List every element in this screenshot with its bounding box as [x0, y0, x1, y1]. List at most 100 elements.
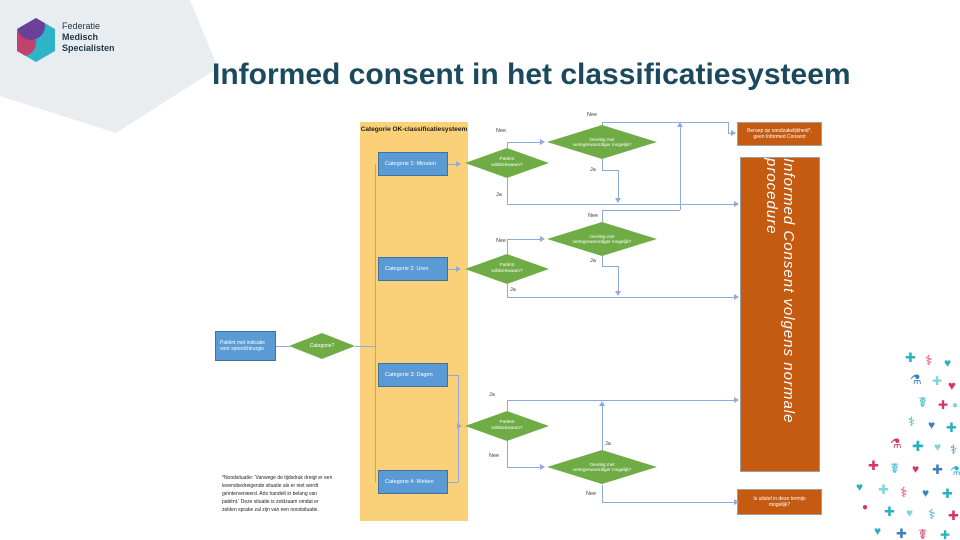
heart-icon: ♥ — [944, 356, 952, 370]
cross-icon: ✚ — [912, 438, 924, 454]
connector-arrow — [615, 291, 621, 296]
edge-label-nee: Nee — [496, 238, 507, 244]
connector-line — [680, 127, 681, 210]
connector-line — [602, 406, 603, 450]
decision-wilsbekwaam-3: Patiënt wilsbekwaam? — [465, 411, 549, 441]
connector-line — [448, 375, 458, 376]
classification-panel: Categorie OK-classificatiesysteem — [360, 122, 468, 521]
footnote: *Noodsituatie: 'Vanwege de tijdsdruk dre… — [222, 475, 333, 513]
cross-icon: ✚ — [932, 462, 943, 477]
caduceus-icon: ☤ — [918, 526, 928, 540]
connector-arrow — [456, 266, 461, 272]
cross-icon: ✚ — [868, 458, 879, 473]
connector-line — [602, 159, 603, 170]
edge-label-ja: Ja — [605, 441, 611, 447]
edge-label-nee: Nee — [586, 491, 597, 497]
heart-icon: ♥ — [912, 462, 920, 476]
connector-arrow — [599, 401, 605, 406]
connector-line — [507, 239, 540, 240]
edge-label-ja: Ja — [496, 192, 502, 198]
medical-icon: ⚕ — [925, 352, 933, 368]
cross-icon: ✚ — [896, 526, 907, 540]
medical-icon: ⚕ — [900, 484, 908, 500]
connector-line — [507, 467, 540, 468]
connector-line — [507, 400, 734, 401]
connector-line — [355, 346, 376, 347]
connector-line — [448, 482, 458, 483]
cross-icon: ✚ — [884, 504, 895, 519]
connector-line — [602, 256, 603, 266]
connector-line — [602, 210, 603, 222]
cross-icon: ✚ — [932, 374, 943, 388]
cross-icon: ✚ — [946, 420, 957, 435]
connector-line — [507, 142, 540, 143]
connector-line — [507, 142, 508, 148]
outcome-uitstel-box: Is uitstel in deze termijn mogelijk? — [737, 489, 822, 515]
edge-label-nee: Nee — [587, 112, 598, 118]
caduceus-icon: ☤ — [890, 460, 900, 476]
logo-wordmark: Federatie Medisch Specialisten — [62, 21, 115, 54]
connector-arrow — [734, 397, 739, 403]
connector-line — [507, 283, 508, 297]
logo-line-specialisten: Specialisten — [62, 43, 115, 53]
page-title: Informed consent in het classificatiesys… — [212, 58, 851, 91]
connector-line — [618, 266, 619, 291]
heart-icon: ♥ — [856, 480, 864, 494]
cross-icon: ✚ — [938, 398, 949, 412]
logo-line-federatie: Federatie — [62, 21, 101, 31]
category-1-box: Categorie 1: Minuten — [378, 152, 448, 176]
connector-arrow — [540, 236, 545, 242]
heart-icon: ♥ — [934, 440, 942, 454]
flask-icon: ⚗ — [910, 372, 922, 387]
category-4-box: Categorie 4: Weken — [378, 470, 448, 494]
decision-overleg-2: Overleg met vertegenwoordiger mogelijk? — [547, 222, 657, 256]
medical-icon: ⚕ — [928, 506, 936, 522]
connector-line — [507, 204, 734, 205]
connector-line — [448, 269, 457, 270]
connector-line — [507, 178, 508, 204]
cross-icon: ✚ — [942, 486, 953, 501]
connector-arrow — [615, 198, 621, 203]
connector-arrow — [734, 201, 739, 207]
connector-line — [507, 441, 508, 467]
medical-icon: ⚕ — [908, 414, 916, 429]
edge-label-ja: Ja — [510, 287, 516, 293]
heart-icon: ♥ — [874, 524, 882, 538]
connector-line — [602, 502, 734, 503]
edge-label-nee: Nee — [489, 453, 500, 459]
panel-header: Categorie OK-classificatiesysteem — [360, 126, 468, 133]
connector-line — [728, 122, 729, 133]
connector-line — [276, 346, 290, 347]
decision-wilsbekwaam-1: Patiënt wilsbekwaam? — [465, 148, 549, 178]
connector-line — [602, 122, 728, 123]
outcome-no-consent-box: Beroep op noodzakelijkheid*, geen Inform… — [737, 122, 822, 146]
connector-arrow — [456, 161, 461, 167]
connector-arrow — [540, 464, 545, 470]
outcome-normal-procedure-label: Informed Consent volgens normale procedu… — [763, 158, 797, 424]
connector-line — [507, 400, 508, 411]
edge-label-nee: Nee — [496, 128, 507, 134]
edge-label-ja: Ja — [590, 258, 596, 264]
connector-arrow — [734, 294, 739, 300]
connector-arrow — [540, 139, 545, 145]
connector-line — [448, 164, 457, 165]
connector-line — [618, 170, 619, 198]
connector-arrow — [457, 423, 462, 429]
decision-overleg-1: Overleg met vertegenwoordiger mogelijk? — [547, 125, 657, 159]
decision-wilsbekwaam-2: Patiënt wilsbekwaam? — [465, 254, 549, 284]
outcome-normal-procedure-box: Informed Consent volgens normale procedu… — [740, 157, 820, 472]
heart-icon: ♥ — [928, 418, 936, 432]
connector-line — [728, 133, 731, 134]
logo-line-medisch: Medisch — [62, 32, 99, 42]
connector-line — [602, 210, 680, 211]
connector-arrow — [731, 130, 736, 136]
connector-line — [507, 239, 508, 254]
connector-line — [375, 164, 376, 482]
medical-icon: ⚕ — [950, 442, 958, 457]
cross-icon: ✚ — [878, 482, 889, 497]
edge-label-ja: Ja — [590, 167, 596, 173]
edge-label-nee: Nee — [588, 213, 599, 219]
heart-icon: ♥ — [906, 506, 914, 520]
start-box: Patiënt met indicatie voor spoedchirurgi… — [215, 331, 276, 361]
